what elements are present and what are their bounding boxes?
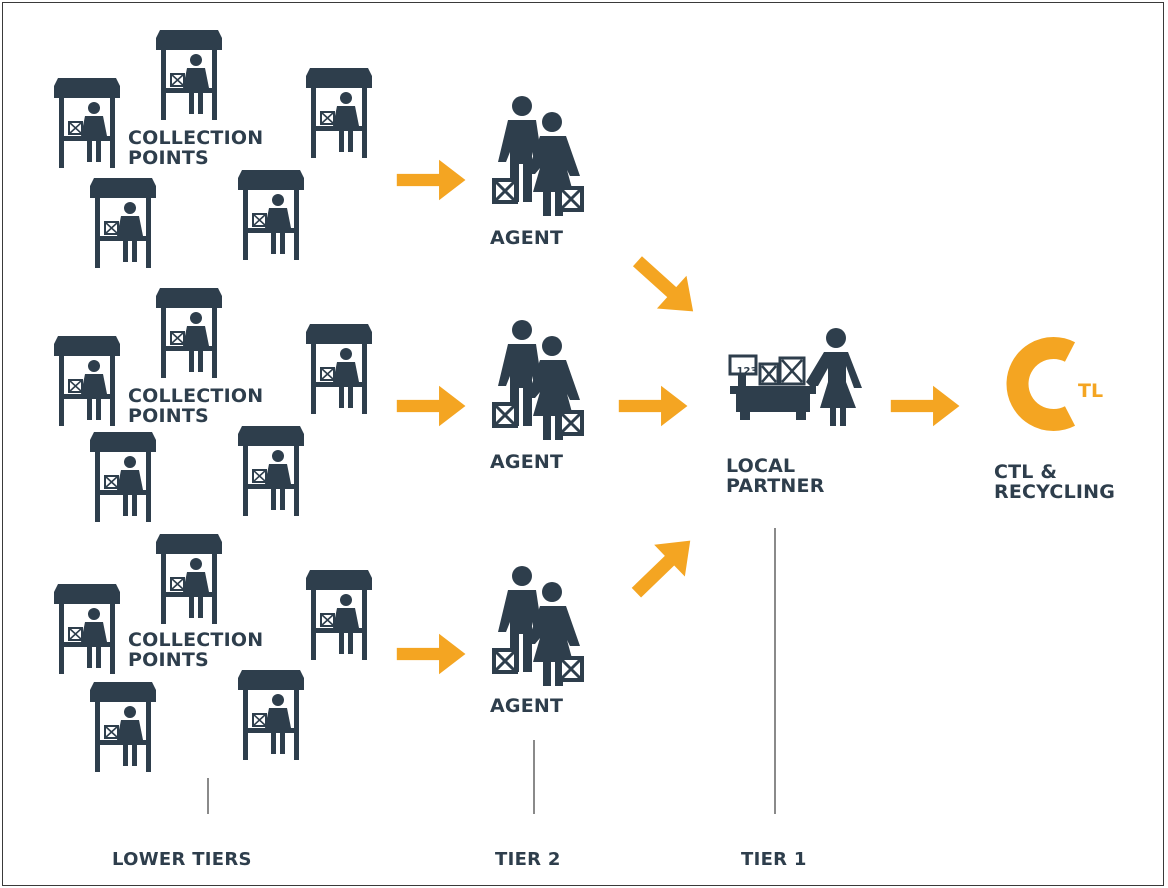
collection-stall-icon [156, 30, 222, 120]
label-line: POINTS [128, 405, 209, 427]
collection-stall-icon [54, 584, 120, 674]
collection-stall-icon [238, 426, 304, 516]
arrow-right-icon [618, 385, 688, 427]
ctl-logo-icon: TL [1006, 337, 1103, 431]
label-line: COLLECTION [128, 127, 264, 149]
arrow-right-icon [890, 385, 960, 427]
label-line: POINTS [128, 649, 209, 671]
arrow-diagonal-down-icon [622, 244, 708, 328]
agent-people-icon [492, 96, 584, 216]
ctl-logo-letters: TL [1078, 380, 1103, 402]
collection-stall-icon [156, 534, 222, 624]
tier-label-2: TIER 2 [495, 849, 561, 870]
collection-stall-icon [90, 432, 156, 522]
arrow-diagonal-up-icon [621, 524, 706, 609]
label-line: LOCAL [726, 455, 796, 477]
collection-stall-icon [238, 670, 304, 760]
agent-people-icon [492, 566, 584, 686]
arrow-right-icon [396, 159, 466, 201]
label-line: CTL & [994, 461, 1058, 483]
collection-stall-icon [90, 682, 156, 772]
label-line: COLLECTION [128, 629, 264, 651]
label-line: COLLECTION [128, 385, 264, 407]
scale-readout: 123 [737, 366, 758, 377]
tier-dividers [207, 528, 776, 814]
tier-label-1: TIER 1 [741, 849, 807, 870]
collection-points-label: COLLECTION POINTS [128, 630, 263, 670]
label-line: RECYCLING [994, 481, 1116, 503]
collection-stall-icon [156, 288, 222, 378]
collection-stall-icon [54, 78, 120, 168]
label-line: PARTNER [726, 475, 825, 497]
collection-stall-icon [306, 68, 372, 158]
local-partner-scale-icon [728, 328, 864, 428]
arrow-right-icon [396, 385, 466, 427]
agent-people-icon [492, 320, 584, 440]
agent-label: AGENT [490, 451, 564, 473]
collection-stall-icon [306, 570, 372, 660]
label-line: POINTS [128, 147, 209, 169]
arrow-right-icon [396, 633, 466, 675]
flow-arrows [396, 159, 960, 675]
collection-points-label: COLLECTION POINTS [128, 386, 263, 426]
ctl-recycling-label: CTL & RECYCLING [994, 462, 1115, 502]
collection-stall-icon [238, 170, 304, 260]
collection-stall-icon [54, 336, 120, 426]
agent-label: AGENT [490, 695, 564, 717]
collection-stall-icon [306, 324, 372, 414]
collection-points-label: COLLECTION POINTS [128, 128, 263, 168]
agent-label: AGENT [490, 227, 564, 249]
local-partner-label: LOCAL PARTNER [726, 456, 825, 496]
collection-stall-icon [90, 178, 156, 268]
tier-label-lower: LOWER TIERS [112, 849, 252, 870]
